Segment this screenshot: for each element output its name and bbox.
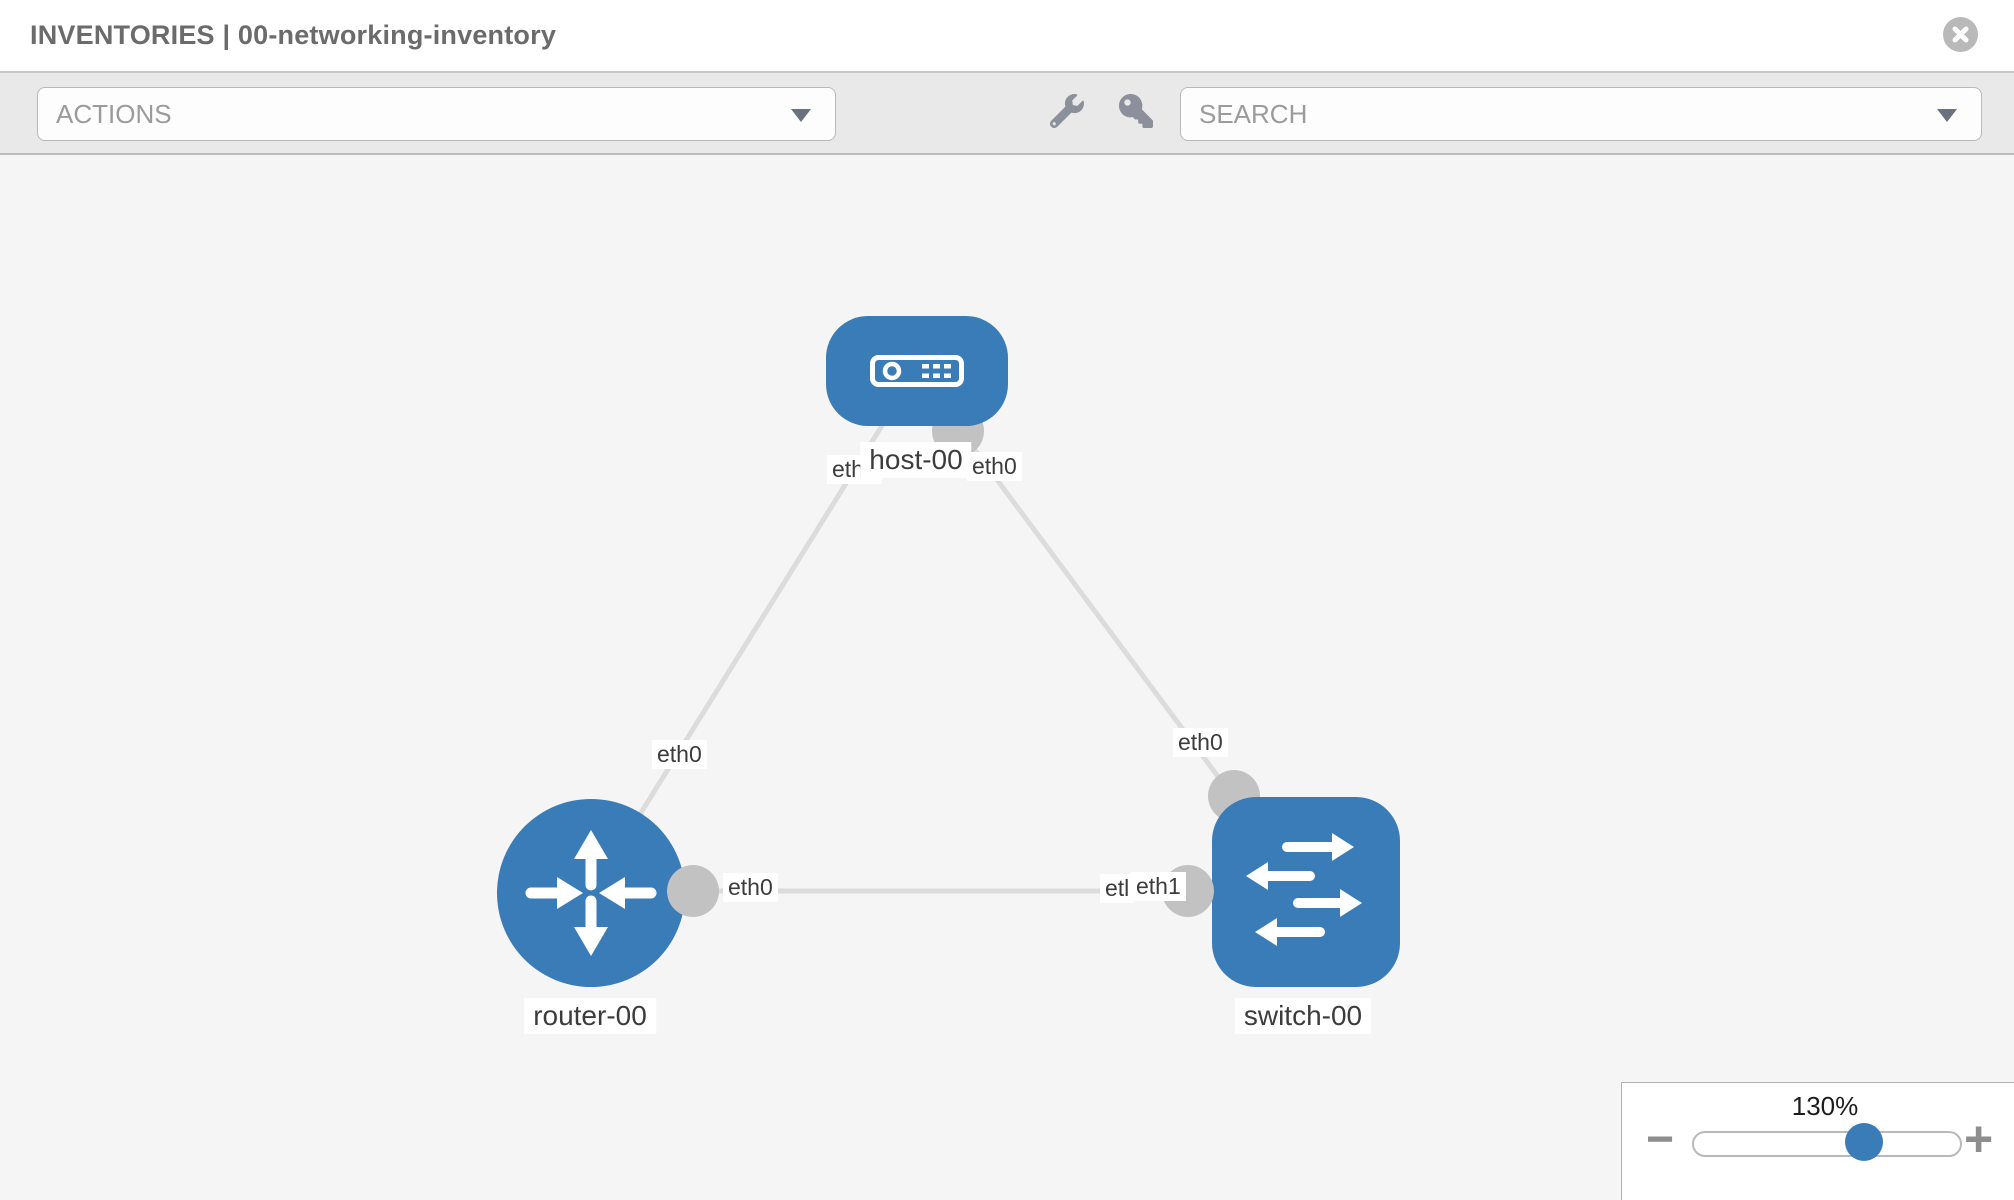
node-router[interactable] — [497, 799, 685, 987]
link-lines — [588, 369, 1307, 895]
page-title: INVENTORIES | 00-networking-inventory — [30, 20, 557, 50]
wrench-icon — [1049, 93, 1084, 128]
node-label-host: host-00 — [860, 442, 972, 479]
search-dropdown-label: SEARCH — [1199, 98, 1308, 129]
interface-label-host-eth0-b: eth0 — [967, 452, 1022, 481]
interface-label-switch-eth0: eth0 — [1173, 728, 1228, 757]
zoom-in-button[interactable]: + — [1964, 1111, 1994, 1167]
router-icon — [525, 830, 657, 956]
actions-dropdown[interactable]: ACTIONS — [37, 87, 836, 141]
credentials-button[interactable] — [1117, 93, 1155, 131]
interface-label-router-eth0-c: eth0 — [723, 873, 778, 902]
node-switch[interactable] — [1212, 797, 1400, 987]
port-circle-router-right — [667, 865, 719, 917]
caret-down-icon — [791, 109, 811, 122]
close-button[interactable] — [1943, 17, 1978, 52]
tools-button[interactable] — [1048, 93, 1086, 131]
zoom-slider-track[interactable] — [1692, 1131, 1962, 1157]
zoom-panel: 130% − + — [1621, 1082, 2014, 1200]
host-icon — [870, 355, 964, 387]
node-label-switch: switch-00 — [1234, 998, 1372, 1035]
switch-icon — [1246, 833, 1362, 946]
zoom-slider-knob[interactable] — [1845, 1123, 1883, 1161]
topology-canvas[interactable]: host-00 router-00 switch-00 eth0 eth0 et… — [0, 155, 2014, 1200]
close-icon — [1952, 26, 1969, 43]
node-host[interactable] — [826, 316, 1008, 426]
caret-down-icon — [1937, 109, 1957, 122]
interface-label-router-eth0-a: eth0 — [652, 740, 707, 769]
toolbar: ACTIONS SEARCH — [0, 73, 2014, 155]
actions-dropdown-label: ACTIONS — [56, 98, 172, 129]
zoom-value: 130% — [1791, 1091, 1859, 1121]
key-icon — [1119, 93, 1153, 128]
interface-label-switch-clipped: etl — [1100, 874, 1135, 903]
node-label-router: router-00 — [524, 998, 656, 1035]
search-dropdown[interactable]: SEARCH — [1180, 87, 1982, 141]
interface-label-switch-eth1: eth1 — [1131, 872, 1186, 901]
app-header: INVENTORIES | 00-networking-inventory — [0, 0, 2014, 73]
zoom-out-button[interactable]: − — [1646, 1113, 1675, 1166]
